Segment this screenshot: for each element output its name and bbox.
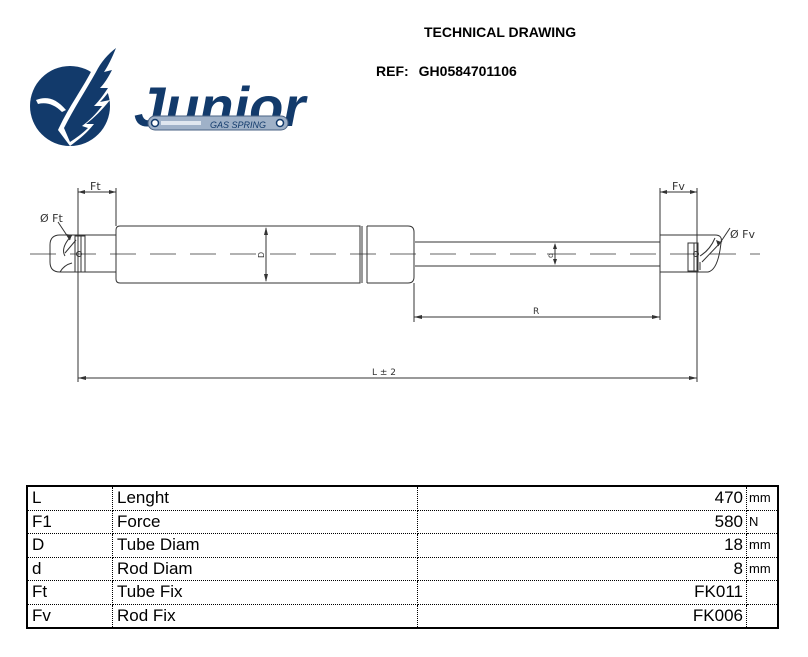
label-ft-width: Ft — [90, 180, 101, 193]
table-row: d Rod Diam 8 mm — [27, 557, 778, 581]
cell-symbol: L — [27, 486, 113, 511]
cell-unit: N — [746, 510, 778, 534]
cell-unit: mm — [746, 557, 778, 581]
cell-name: Tube Fix — [112, 580, 418, 605]
cell-unit — [746, 580, 778, 605]
cell-value: FK006 — [417, 604, 747, 628]
cell-name: Rod Diam — [112, 557, 418, 581]
technical-drawing-svg: Ft Fv Ø Ft Ø Fv R L ± 2 D d — [30, 180, 760, 382]
cell-name: Force — [112, 510, 418, 534]
table-row: F1 Force 580 N — [27, 510, 778, 534]
label-length: L ± 2 — [372, 368, 396, 378]
ref-label: REF: — [376, 63, 409, 79]
ref-value: GH0584701106 — [418, 63, 517, 79]
logo-emblem-icon: Junior GAS SPRING — [30, 42, 308, 146]
logo-tagline-text: GAS SPRING — [210, 120, 266, 130]
cell-symbol: D — [27, 533, 113, 558]
label-tube-diam: D — [257, 252, 266, 258]
cell-name: Lenght — [112, 486, 418, 511]
label-rod-diam: d — [546, 253, 555, 258]
cell-unit: mm — [746, 486, 778, 511]
label-ft-diam: Ø Ft — [40, 212, 63, 225]
cell-symbol: Ft — [27, 580, 113, 605]
cell-symbol: d — [27, 557, 113, 581]
table-row: Fv Rod Fix FK006 — [27, 604, 778, 628]
cell-name: Rod Fix — [112, 604, 418, 628]
label-fv-width: Fv — [672, 180, 685, 193]
gas-spring-drawing: Ft Fv Ø Ft Ø Fv R L ± 2 D d — [0, 160, 808, 400]
cell-symbol: Fv — [27, 604, 113, 628]
document-title: TECHNICAL DRAWING — [424, 24, 577, 40]
label-stroke: R — [533, 307, 539, 317]
table-row: L Lenght 470 mm — [27, 486, 778, 511]
table-row: Ft Tube Fix FK011 — [27, 580, 778, 605]
table-row: D Tube Diam 18 mm — [27, 533, 778, 558]
cell-name: Tube Diam — [112, 533, 418, 558]
cell-value: 470 — [417, 486, 747, 511]
cell-unit: mm — [746, 533, 778, 558]
cell-unit — [747, 604, 779, 628]
specification-table: L Lenght 470 mm F1 Force 580 N D Tube Di… — [26, 485, 779, 629]
cell-value: 580 — [417, 510, 747, 534]
label-fv-diam: Ø Fv — [730, 228, 755, 241]
cell-value: 18 — [417, 533, 747, 558]
cell-value: 8 — [417, 557, 747, 581]
cell-symbol: F1 — [27, 510, 113, 534]
cell-value: FK011 — [417, 580, 747, 605]
reference-line: REF: GH0584701106 — [376, 63, 517, 79]
junior-logo: Junior GAS SPRING — [28, 38, 308, 154]
